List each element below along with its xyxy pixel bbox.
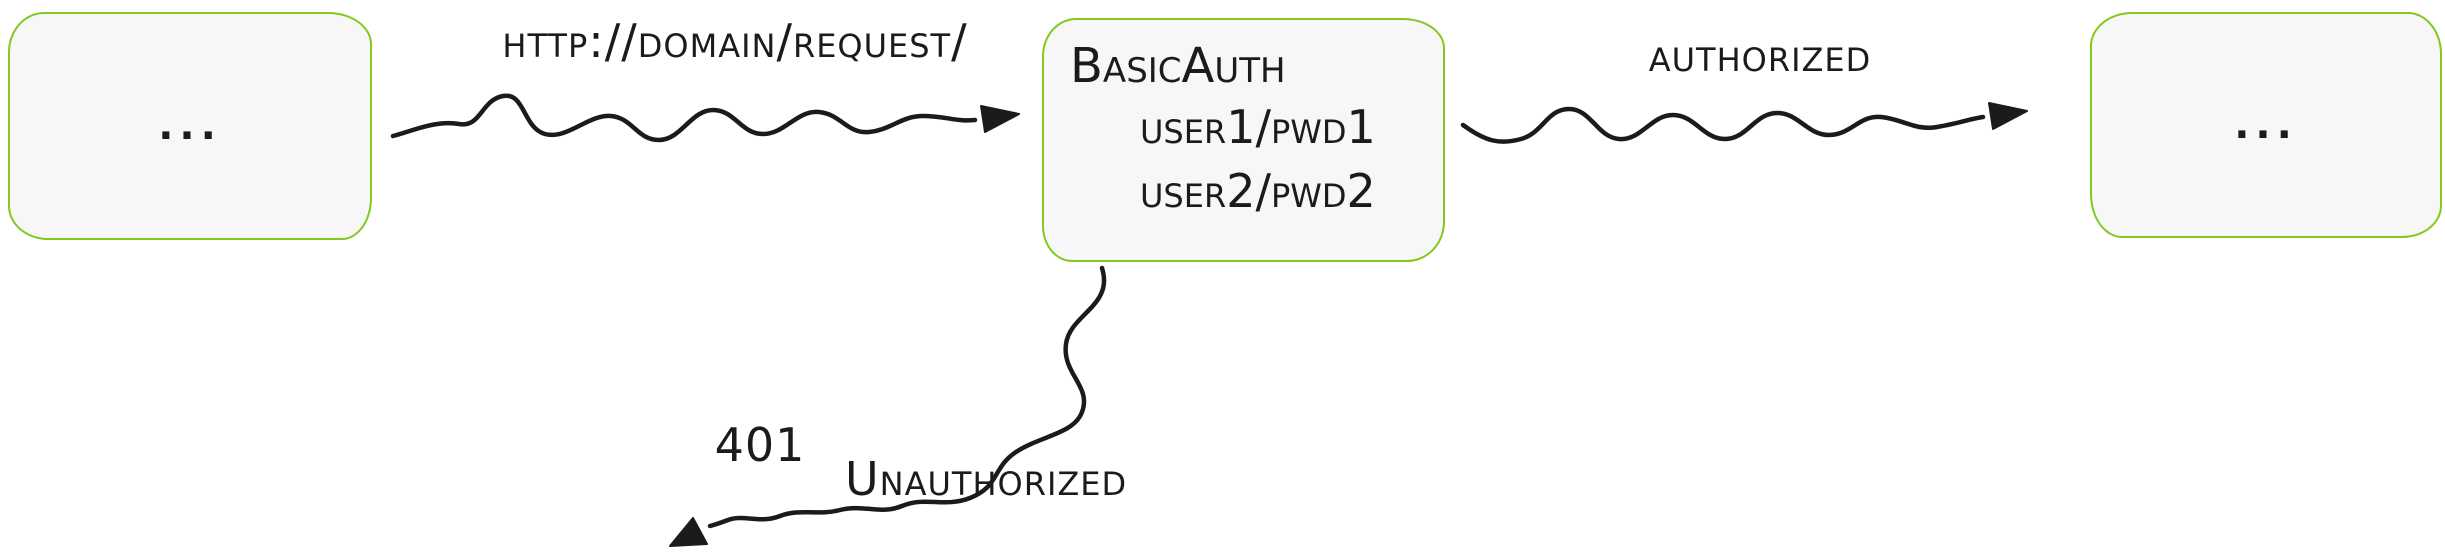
unauthorized-label: Unauthorized bbox=[845, 452, 1128, 506]
node-client: ... bbox=[8, 12, 372, 240]
node-server-label: ... bbox=[2234, 102, 2298, 148]
node-server: ... bbox=[2090, 12, 2442, 238]
unauthorized-arrow bbox=[669, 265, 1107, 547]
basicauth-credential-2: user2/pwd2 bbox=[1140, 164, 1376, 218]
request-label: http://domain/request/ bbox=[502, 14, 968, 68]
basicauth-credential-1: user1/pwd1 bbox=[1140, 100, 1376, 154]
authorized-arrow-line bbox=[1460, 106, 1986, 144]
basicauth-title: BasicAuth bbox=[1070, 38, 1286, 94]
authorized-arrow bbox=[1460, 102, 2028, 144]
unauthorized-code-label: 401 bbox=[714, 418, 806, 472]
authorized-label: authorized bbox=[1648, 28, 1872, 82]
request-arrow-line bbox=[390, 93, 978, 143]
authorized-arrowhead-icon bbox=[1988, 102, 2028, 130]
node-basicauth: BasicAuth user1/pwd1 user2/pwd2 bbox=[1042, 18, 1445, 262]
node-client-label: ... bbox=[158, 103, 222, 149]
unauthorized-arrowhead-icon bbox=[669, 517, 708, 547]
request-arrowhead-icon bbox=[980, 105, 1020, 133]
request-arrow bbox=[390, 93, 1020, 143]
